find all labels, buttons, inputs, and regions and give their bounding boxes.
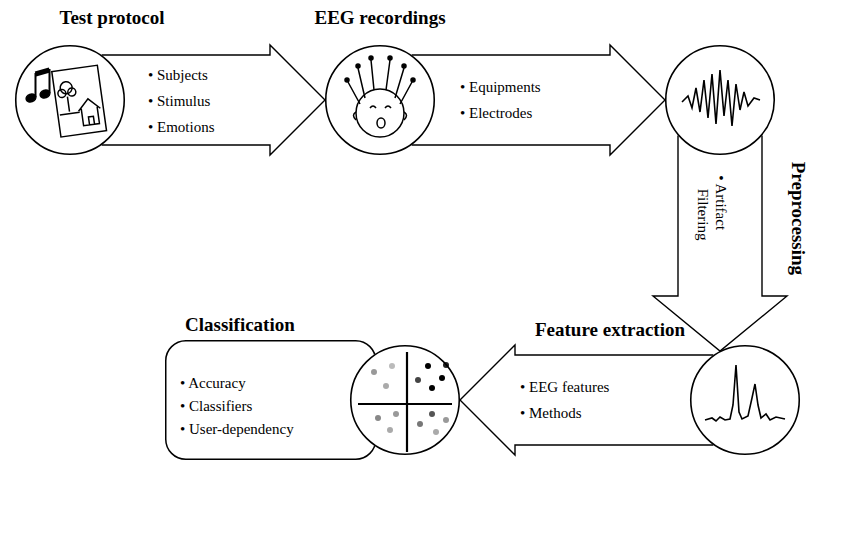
block-arrow [412, 45, 665, 155]
stage-circle-outline [691, 346, 800, 455]
stage-circle-outline [351, 346, 460, 455]
stage-circle: Preprocessing [665, 45, 775, 155]
scatter-icon [358, 352, 452, 452]
text-line: Feature extraction [535, 319, 685, 342]
text-line: • Classifiers [180, 395, 294, 418]
bullet-list: • Subjects • Stimulus • Emotions [148, 62, 215, 140]
text-line: Test protocol [60, 7, 165, 30]
text-line: EEG recordings [315, 7, 446, 30]
feature-signal-icon [705, 365, 785, 421]
text-line: • Subjects [148, 62, 215, 88]
raw-signal-icon [682, 70, 760, 126]
stimulus-icon [25, 65, 107, 137]
node-outline [690, 345, 800, 455]
stage-circle-outline [16, 46, 125, 155]
text-line: • User-dependency [180, 418, 294, 441]
bullet-list: • Equipments • Electrodes [460, 74, 541, 126]
stage-circle: Test protocol [15, 45, 125, 155]
text-line: Classification [185, 314, 295, 337]
text-line: • EEG features [520, 374, 609, 400]
node-outline [665, 45, 775, 155]
stage-heading: EEG recordings [315, 7, 446, 30]
stage-circle-outline [666, 46, 775, 155]
rounded-box [166, 341, 376, 460]
text-line: • Accuracy [180, 372, 294, 395]
block-arrow [460, 345, 713, 455]
text-line: • Methods [520, 400, 609, 426]
stage-heading: Preprocessing [786, 161, 809, 274]
bullet-list: • Accuracy • Classifiers • User-dependen… [180, 372, 294, 441]
stage-heading: Feature extraction [535, 319, 685, 342]
stage-heading: Classification [185, 314, 295, 337]
text-line: • Emotions [148, 114, 215, 140]
stage-circle: Feature extraction [690, 345, 800, 455]
text-line: Preprocessing [786, 161, 809, 274]
stage-circle: EEG recordings [325, 45, 435, 155]
node-outline [15, 45, 125, 155]
eeg-cap-icon [345, 56, 415, 137]
block-arrow [102, 45, 325, 155]
bullet-list: • EEG features • Methods [520, 374, 609, 426]
stage-circle-outline [326, 46, 435, 155]
bullet-list: • Artifact Filtering [694, 175, 730, 269]
text-line: • Electrodes [460, 100, 541, 126]
stage-heading: Test protocol [60, 7, 165, 30]
node-outline [325, 45, 435, 155]
result-box: Classification• Accuracy • Classifiers •… [165, 340, 460, 460]
text-line: • Artifact Filtering [694, 189, 730, 269]
text-line: • Stimulus [148, 88, 215, 114]
text-line: • Equipments [460, 74, 541, 100]
